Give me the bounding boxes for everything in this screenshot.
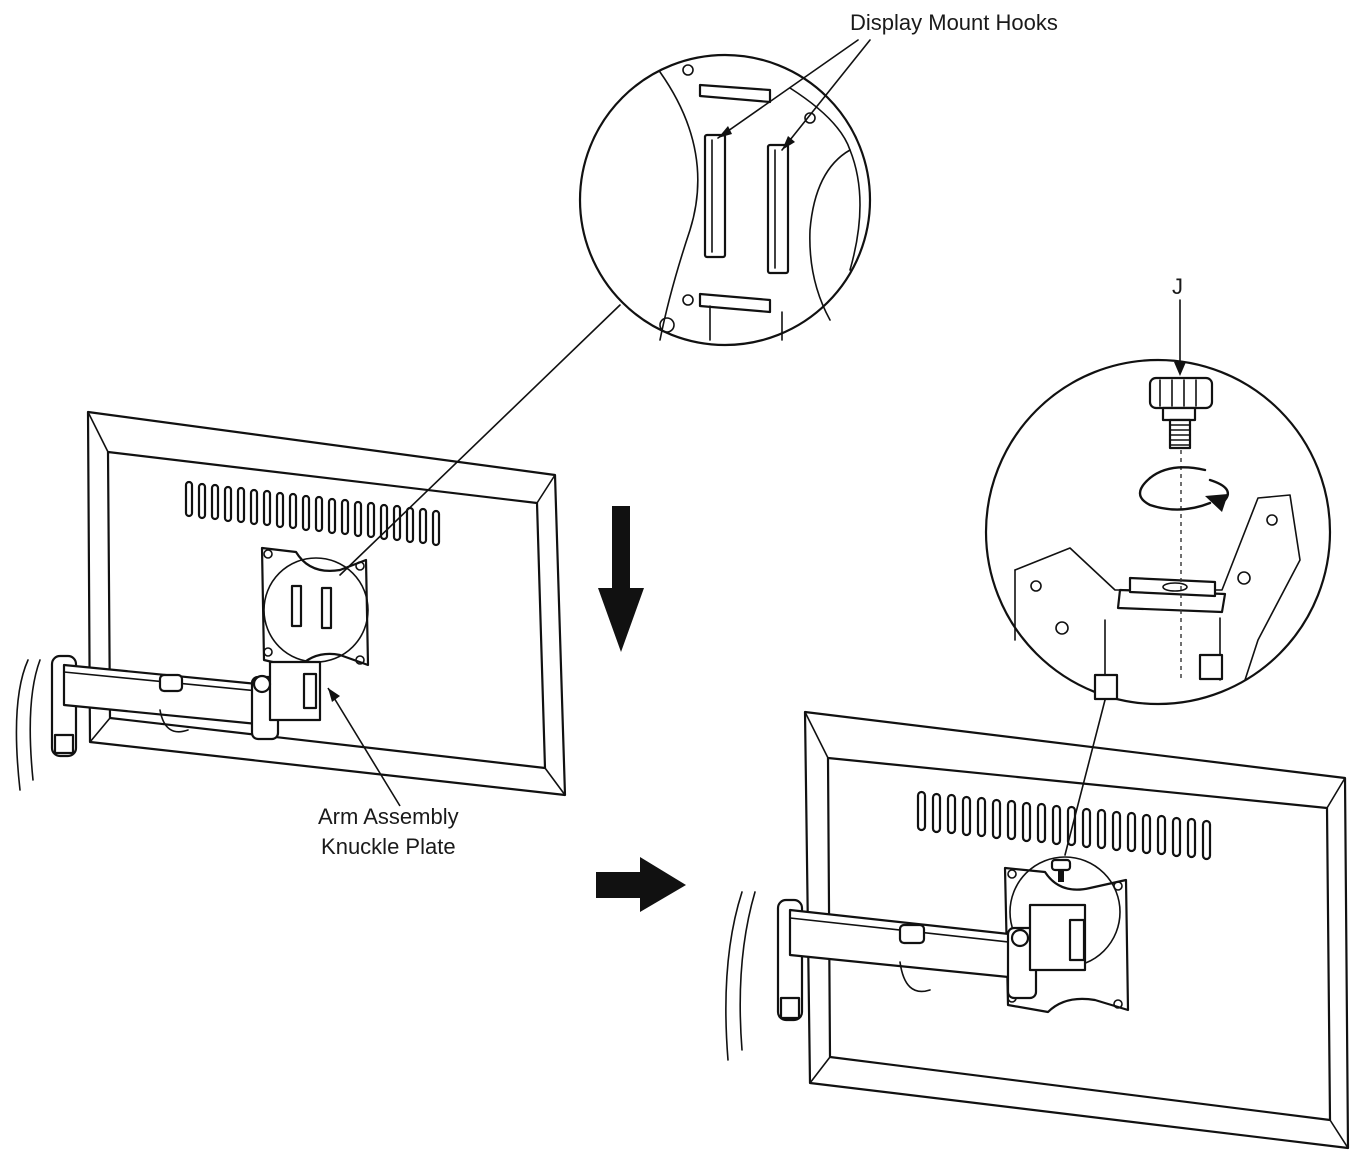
arm-assembly-knuckle-plate-label: Arm Assembly Knuckle Plate xyxy=(318,802,459,862)
left-vesa-plate xyxy=(260,546,370,670)
part-j-label: J xyxy=(1172,274,1183,299)
left-arm-assembly xyxy=(15,654,322,791)
left-monitor-vents xyxy=(184,480,441,547)
arm-assembly-label-line2: Knuckle Plate xyxy=(321,834,456,859)
hooks-detail-circle xyxy=(339,39,872,576)
knob-j-icon xyxy=(1148,376,1214,450)
right-arm-assembly xyxy=(725,891,1087,1061)
arm-assembly-label-line1: Arm Assembly xyxy=(318,804,459,829)
right-monitor-vents xyxy=(916,790,1212,861)
left-monitor xyxy=(15,410,567,797)
right-monitor xyxy=(725,710,1350,1150)
down-arrow-icon xyxy=(598,506,644,652)
knob-detail-circle xyxy=(984,299,1332,856)
display-mount-hooks-label: Display Mount Hooks xyxy=(850,10,1058,35)
right-arrow-icon xyxy=(596,857,686,912)
rotate-arrow-icon xyxy=(1138,466,1230,512)
